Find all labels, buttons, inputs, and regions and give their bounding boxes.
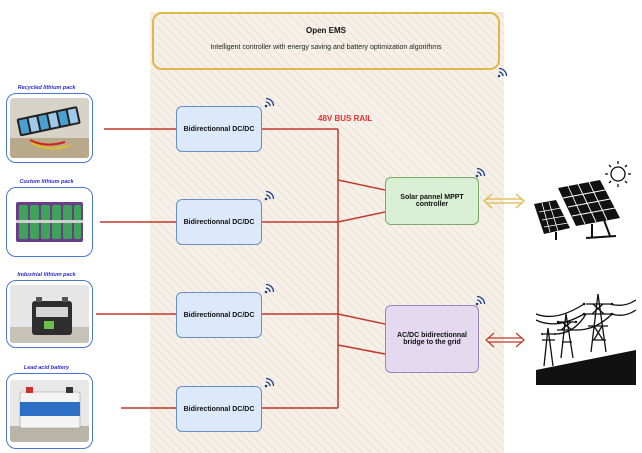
battery-label-1: Recycled lithium pack bbox=[17, 85, 76, 91]
recycled-pack-photo bbox=[10, 98, 89, 158]
wifi-icon bbox=[497, 67, 508, 78]
battery-label-3: Industrial lithium pack bbox=[17, 272, 76, 278]
dcdc-label-3: Bidirectionnal DC/DC bbox=[183, 311, 255, 319]
battery-label-4: Lead acid battery bbox=[23, 365, 70, 371]
bus-rail-label: 48V BUS RAIL bbox=[318, 114, 373, 123]
acdc-bridge: AC/DC bidirectionnal bridge to the grid bbox=[385, 305, 479, 373]
ems-title: Open EMS bbox=[305, 26, 346, 35]
sun-icon bbox=[605, 161, 631, 187]
mppt-label: Solar pannel MPPT controller bbox=[400, 194, 464, 208]
dcdc-label-2: Bidirectionnal DC/DC bbox=[183, 218, 255, 226]
industrial-pack-photo bbox=[10, 285, 89, 343]
lead-acid-photo bbox=[10, 380, 89, 442]
wifi-icon bbox=[264, 283, 275, 294]
wire-bus-acdc-b bbox=[337, 344, 386, 355]
wire-bus-mppt-a bbox=[337, 179, 386, 191]
dcdc-converter-2: Bidirectionnal DC/DC bbox=[176, 199, 262, 245]
solar-double-arrow bbox=[483, 193, 525, 209]
solar-panel-icon bbox=[534, 161, 631, 240]
wifi-icon bbox=[475, 167, 486, 178]
battery-label-2: Custom lithium pack bbox=[19, 179, 74, 185]
dcdc-label-4: Bidirectionnal DC/DC bbox=[183, 405, 255, 413]
power-pylon-icon bbox=[536, 293, 636, 385]
wire-bus-mppt-b bbox=[337, 211, 386, 223]
mppt-controller: Solar pannel MPPT controller bbox=[385, 177, 479, 225]
custom-pack-photo bbox=[10, 192, 89, 252]
grid-double-arrow bbox=[485, 332, 525, 348]
dcdc-converter-4: Bidirectionnal DC/DC bbox=[176, 386, 262, 432]
wire-bus-acdc-a bbox=[337, 313, 386, 325]
ems-zone-background bbox=[150, 12, 504, 453]
dcdc-label-1: Bidirectionnal DC/DC bbox=[183, 125, 255, 133]
wifi-icon bbox=[475, 295, 486, 306]
dcdc-converter-3: Bidirectionnal DC/DC bbox=[176, 292, 262, 338]
wifi-icon bbox=[264, 377, 275, 388]
ems-subtitle: Intelligent controller with energy savin… bbox=[210, 44, 442, 51]
wifi-icon bbox=[264, 97, 275, 108]
dcdc-converter-1: Bidirectionnal DC/DC bbox=[176, 106, 262, 152]
acdc-label: AC/DC bidirectionnal bridge to the grid bbox=[396, 332, 467, 346]
open-ems-box: Open EMS Intelligent controller with ene… bbox=[152, 12, 500, 70]
wifi-icon bbox=[264, 190, 275, 201]
